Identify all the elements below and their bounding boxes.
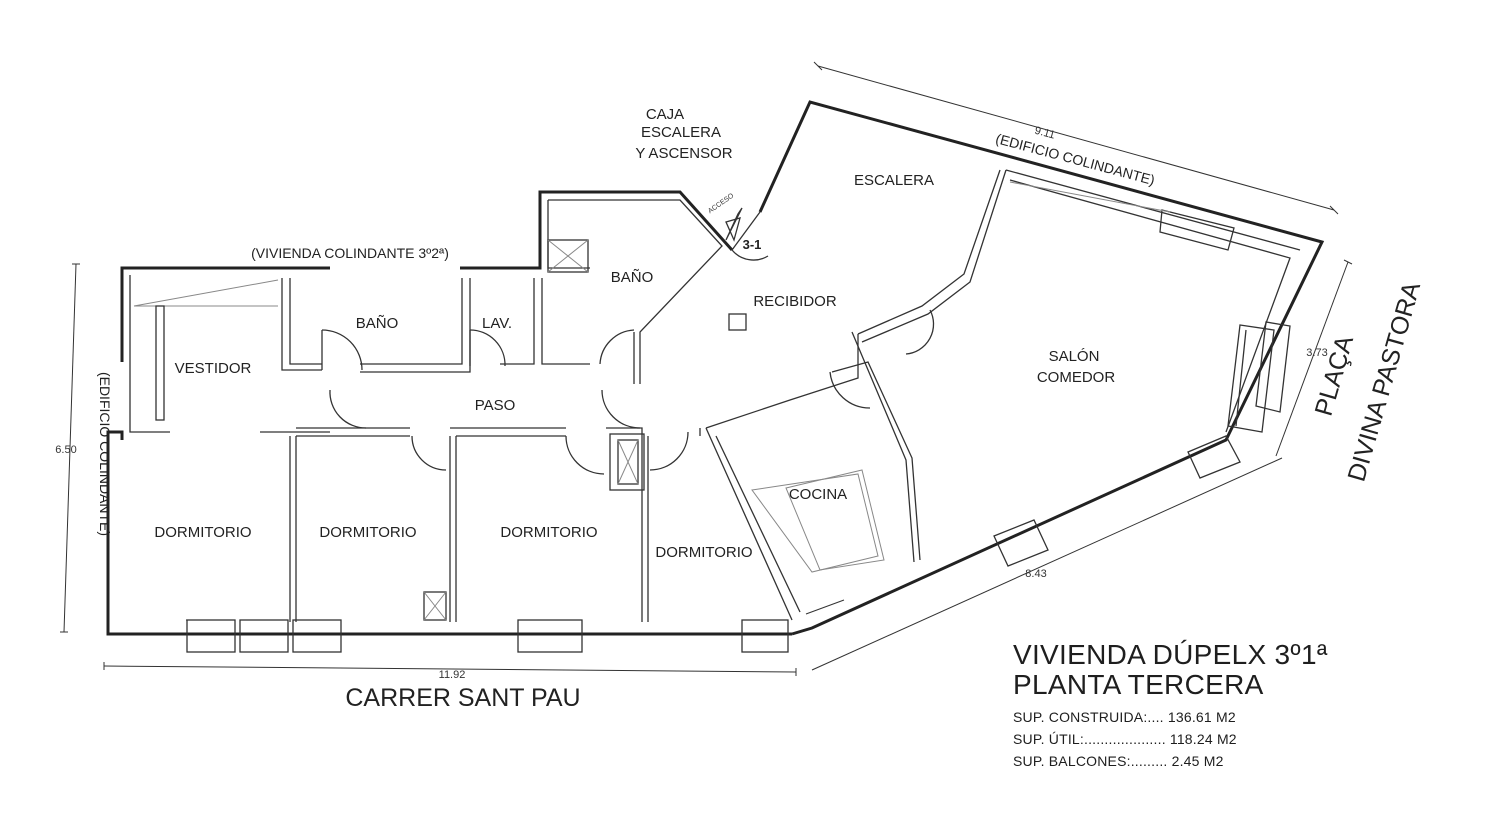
vestidor-label: VESTIDOR	[175, 360, 252, 377]
vivienda-colindante-label: (VIVIENDA COLINDANTE 3º2ª)	[251, 245, 449, 261]
fixtures	[133, 181, 1275, 621]
salon-label-1: SALÓN	[1049, 348, 1100, 365]
door-swings	[321, 211, 935, 475]
street-carrer-sant-pau: CARRER SANT PAU	[345, 684, 580, 712]
caja-label-3: Y ASCENSOR	[635, 145, 732, 162]
dim-bottom-right: 8.43	[1025, 568, 1046, 580]
area-summary: VIVIENDA DÚPELX 3º1ª PLANTA TERCERA SUP.…	[1013, 640, 1328, 772]
dim-right: 3.73	[1306, 347, 1327, 359]
lav-label: LAV.	[482, 315, 512, 332]
escalera-label: ESCALERA	[854, 172, 934, 189]
paso-label: PASO	[475, 397, 516, 414]
summary-util: SUP. ÚTIL:.................... 118.24 M2	[1013, 731, 1237, 747]
dormitorio-2-label: DORMITORIO	[319, 524, 416, 541]
summary-construida: SUP. CONSTRUIDA:.... 136.61 M2	[1013, 709, 1236, 725]
bano-label: BAÑO	[356, 315, 399, 332]
summary-balcones: SUP. BALCONES:......... 2.45 M2	[1013, 753, 1224, 769]
door-id-label: 3-1	[743, 237, 762, 252]
dormitorio-1-label: DORMITORIO	[154, 524, 251, 541]
bano-top-label: BAÑO	[611, 269, 654, 286]
salon-label-2: COMEDOR	[1037, 369, 1116, 386]
dormitorio-4-label: DORMITORIO	[655, 544, 752, 561]
caja-label-2: ESCALERA	[641, 124, 721, 141]
outer-walls	[106, 100, 1325, 636]
recibidor-label: RECIBIDOR	[753, 293, 837, 310]
dormitorio-3-label: DORMITORIO	[500, 524, 597, 541]
placa-label-2: DIVINA PASTORA	[1342, 279, 1426, 485]
dim-bottom-left: 11.92	[439, 669, 466, 681]
caja-label-1: CAJA	[646, 106, 684, 123]
edificio-colindante-left: (EDIFICIO COLINDANTE)	[97, 372, 113, 536]
dim-left: 6.50	[55, 444, 76, 456]
dim-top: 9.11	[1033, 125, 1056, 142]
summary-floor: PLANTA TERCERA	[1013, 669, 1264, 700]
summary-title: VIVIENDA DÚPELX 3º1ª	[1013, 639, 1328, 670]
dimension-lines	[60, 61, 1353, 676]
acceso-label: ACCESO	[707, 192, 736, 215]
cocina-label: COCINA	[789, 486, 847, 503]
balconies	[186, 321, 1291, 653]
